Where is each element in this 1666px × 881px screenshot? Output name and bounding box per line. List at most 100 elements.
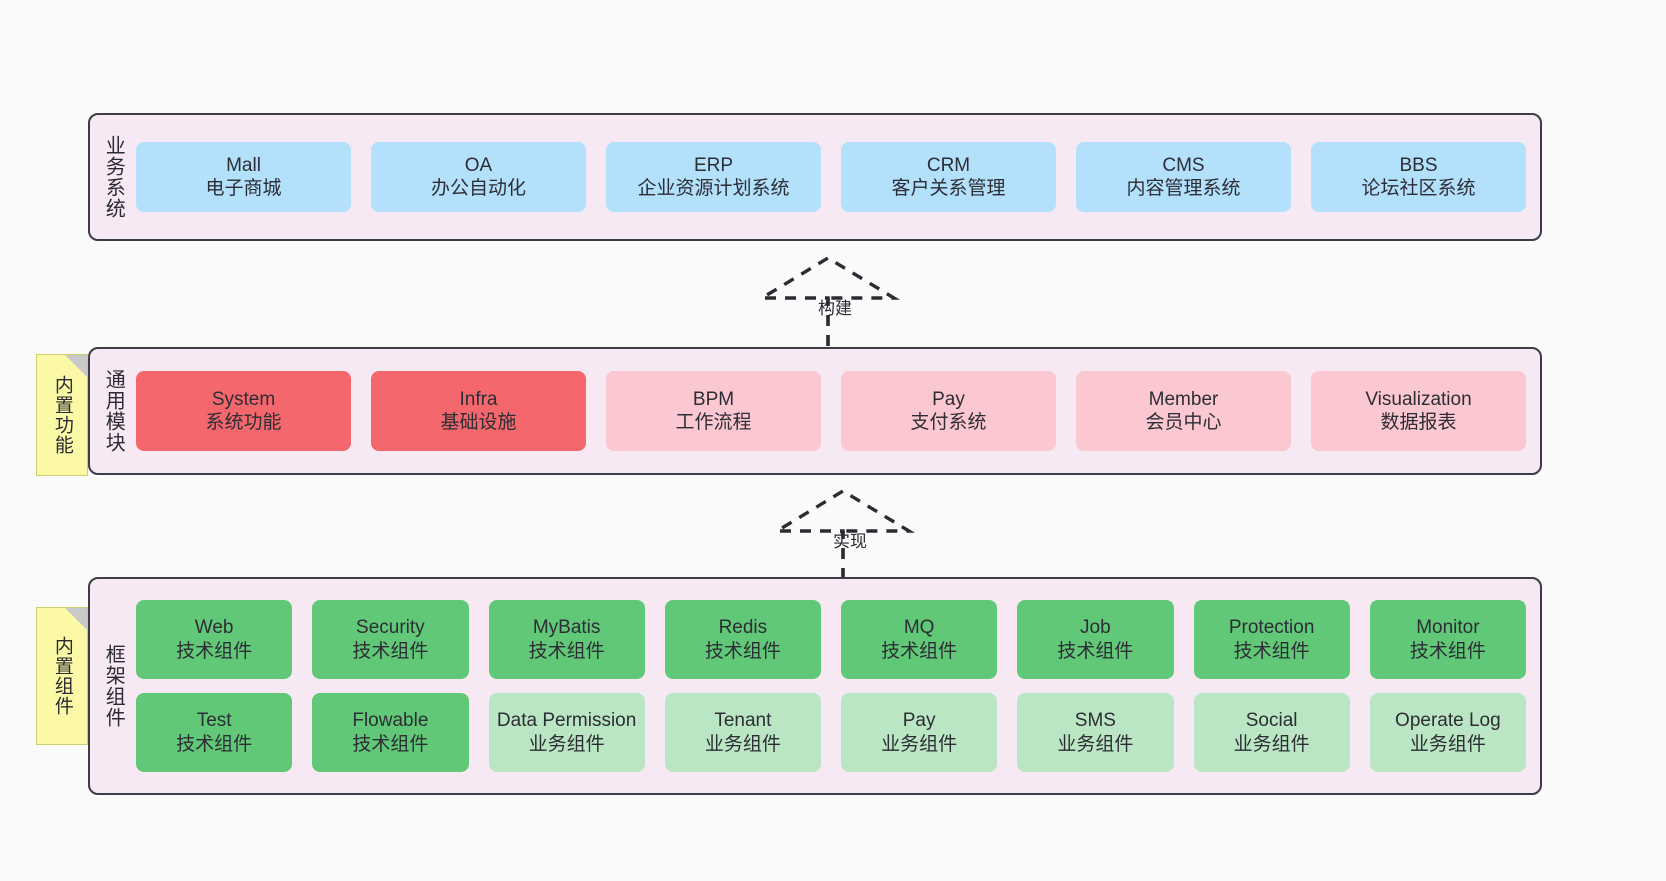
card-tenant[interactable]: Tenant 业务组件 — [664, 693, 821, 772]
card-title: CRM — [926, 154, 971, 176]
layer-body-business: Mall 电子商城 OA 办公自动化 ERP 企业资源计划系统 CRM 客户关系… — [136, 115, 1540, 239]
card-title: ERP — [693, 154, 734, 176]
card-subtitle: 技术组件 — [352, 733, 429, 755]
card-crm[interactable]: CRM 客户关系管理 — [841, 142, 1056, 212]
card-subtitle: 技术组件 — [1409, 640, 1486, 662]
card-title: Social — [1245, 710, 1298, 732]
card-redis[interactable]: Redis 技术组件 — [664, 600, 821, 679]
card-subtitle: 业务组件 — [881, 733, 958, 755]
card-title: Monitor — [1416, 617, 1480, 639]
card-oa[interactable]: OA 办公自动化 — [371, 142, 586, 212]
card-title: Data Permission — [496, 710, 637, 732]
card-title: Operate Log — [1395, 710, 1501, 732]
note-text: 内置组件 — [51, 636, 73, 716]
card-title: Mall — [226, 154, 261, 176]
card-title: Infra — [459, 388, 498, 410]
card-subtitle: 支付系统 — [910, 412, 987, 433]
card-subtitle: 技术组件 — [1233, 640, 1310, 662]
layer-body-modules: System 系统功能 Infra 基础设施 BPM 工作流程 Pay 支付系统… — [136, 349, 1540, 473]
card-bbs[interactable]: BBS 论坛社区系统 — [1311, 142, 1526, 212]
card-protection[interactable]: Protection 技术组件 — [1193, 600, 1350, 679]
business-card-row: Mall 电子商城 OA 办公自动化 ERP 企业资源计划系统 CRM 客户关系… — [136, 142, 1526, 212]
card-subtitle: 数据报表 — [1380, 412, 1457, 433]
note-text: 内置功能 — [51, 375, 73, 455]
card-subtitle: 办公自动化 — [430, 178, 526, 199]
framework-business-row: Test 技术组件 Flowable 技术组件 Data Permission … — [136, 693, 1526, 772]
layer-body-framework: Web 技术组件 Security 技术组件 MyBatis 技术组件 Redi… — [136, 579, 1540, 793]
layer-title-modules: 通用模块 — [102, 369, 125, 453]
card-subtitle: 系统功能 — [205, 412, 282, 433]
card-subtitle: 业务组件 — [528, 733, 605, 755]
card-subtitle: 技术组件 — [176, 640, 253, 662]
card-web[interactable]: Web 技术组件 — [136, 600, 293, 679]
card-subtitle: 业务组件 — [704, 733, 781, 755]
card-social[interactable]: Social 业务组件 — [1193, 693, 1350, 772]
card-title: Test — [196, 710, 232, 732]
card-title: MQ — [903, 617, 935, 639]
card-subtitle: 企业资源计划系统 — [637, 178, 790, 199]
card-title: Tenant — [714, 710, 772, 732]
card-mall[interactable]: Mall 电子商城 — [136, 142, 351, 212]
card-subtitle: 工作流程 — [675, 412, 752, 433]
card-title: CMS — [1162, 154, 1205, 176]
card-cms[interactable]: CMS 内容管理系统 — [1076, 142, 1291, 212]
card-subtitle: 论坛社区系统 — [1361, 178, 1476, 199]
card-title: OA — [464, 154, 493, 176]
card-mq[interactable]: MQ 技术组件 — [841, 600, 998, 679]
card-subtitle: 会员中心 — [1145, 412, 1222, 433]
card-title: BPM — [692, 388, 735, 410]
card-title: Redis — [718, 617, 768, 639]
layer-business-systems: 业务系统 Mall 电子商城 OA 办公自动化 ERP 企业资源计划系统 CRM… — [88, 113, 1542, 241]
card-subtitle: 技术组件 — [881, 640, 958, 662]
card-subtitle: 技术组件 — [704, 640, 781, 662]
card-monitor[interactable]: Monitor 技术组件 — [1369, 600, 1526, 679]
card-title: Flowable — [352, 710, 429, 732]
card-test[interactable]: Test 技术组件 — [136, 693, 293, 772]
card-title: Member — [1148, 388, 1219, 410]
build-arrow-icon — [755, 256, 901, 346]
card-subtitle: 技术组件 — [176, 733, 253, 755]
card-flowable[interactable]: Flowable 技术组件 — [312, 693, 469, 772]
card-bpm[interactable]: BPM 工作流程 — [606, 371, 821, 451]
card-title: Pay — [902, 710, 936, 732]
card-title: Visualization — [1365, 388, 1472, 410]
card-system[interactable]: System 系统功能 — [136, 371, 351, 451]
card-member[interactable]: Member 会员中心 — [1076, 371, 1291, 451]
card-title: Security — [356, 617, 425, 639]
card-security[interactable]: Security 技术组件 — [312, 600, 469, 679]
card-subtitle: 电子商城 — [205, 178, 282, 199]
card-subtitle: 业务组件 — [1057, 733, 1134, 755]
card-subtitle: 业务组件 — [1233, 733, 1310, 755]
card-sms[interactable]: SMS 业务组件 — [1017, 693, 1174, 772]
card-title: Protection — [1228, 617, 1315, 639]
card-title: Pay — [932, 388, 965, 410]
card-pay-module[interactable]: Pay 支付系统 — [841, 371, 1056, 451]
card-erp[interactable]: ERP 企业资源计划系统 — [606, 142, 821, 212]
card-mybatis[interactable]: MyBatis 技术组件 — [488, 600, 645, 679]
implement-arrow-icon — [770, 489, 916, 579]
layer-title-framework: 框架组件 — [102, 644, 125, 728]
note-builtin-functions: 内置功能 — [36, 354, 88, 476]
arrow-label-build: 构建 — [818, 299, 852, 318]
card-job[interactable]: Job 技术组件 — [1017, 600, 1174, 679]
card-subtitle: 技术组件 — [528, 640, 605, 662]
card-data-permission[interactable]: Data Permission 业务组件 — [488, 693, 645, 772]
card-title: Web — [194, 617, 234, 639]
card-title: MyBatis — [532, 617, 601, 639]
card-operate-log[interactable]: Operate Log 业务组件 — [1369, 693, 1526, 772]
card-title: System — [211, 388, 276, 410]
card-title: SMS — [1074, 710, 1116, 732]
modules-card-row: System 系统功能 Infra 基础设施 BPM 工作流程 Pay 支付系统… — [136, 371, 1526, 451]
card-pay-component[interactable]: Pay 业务组件 — [841, 693, 998, 772]
framework-tech-row: Web 技术组件 Security 技术组件 MyBatis 技术组件 Redi… — [136, 600, 1526, 679]
card-title: Job — [1080, 617, 1111, 639]
card-subtitle: 内容管理系统 — [1126, 178, 1241, 199]
card-infra[interactable]: Infra 基础设施 — [371, 371, 586, 451]
card-subtitle: 业务组件 — [1409, 733, 1486, 755]
card-visualization[interactable]: Visualization 数据报表 — [1311, 371, 1526, 451]
note-builtin-components: 内置组件 — [36, 607, 88, 745]
layer-framework-components: 框架组件 Web 技术组件 Security 技术组件 MyBatis 技术组件… — [88, 577, 1542, 795]
card-subtitle: 技术组件 — [352, 640, 429, 662]
card-subtitle: 基础设施 — [440, 412, 517, 433]
